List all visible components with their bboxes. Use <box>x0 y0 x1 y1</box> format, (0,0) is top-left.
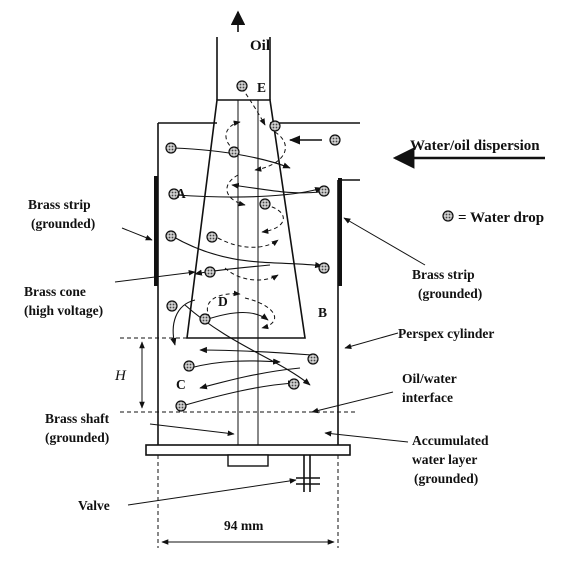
brass-cone <box>186 99 306 339</box>
label-brass-shaft-sub: (grounded) <box>45 430 109 445</box>
label-width: 94 mm <box>224 518 264 533</box>
perspex-cylinder <box>157 122 360 445</box>
label-brass-shaft: Brass shaft <box>45 411 110 426</box>
label-accumulated: Accumulated <box>412 433 489 448</box>
label-brass-strip-right-sub: (grounded) <box>418 286 482 301</box>
label-b: B <box>318 305 327 320</box>
label-brass-cone-sub: (high voltage) <box>24 303 103 318</box>
label-e: E <box>257 80 266 95</box>
drain-block <box>227 454 269 467</box>
label-water-drop: = Water drop <box>458 210 544 226</box>
label-oil: Oil <box>250 38 270 54</box>
brass-shaft <box>237 100 259 445</box>
brass-strip-right <box>338 178 342 286</box>
label-interface-sub: interface <box>402 390 453 405</box>
label-c: C <box>176 377 186 392</box>
label-dispersion: Water/oil dispersion <box>410 138 540 154</box>
brass-strip-left <box>154 176 158 286</box>
label-a: A <box>176 186 186 201</box>
label-brass-strip-left-sub: (grounded) <box>31 216 95 231</box>
label-d: D <box>218 294 228 309</box>
outlet-pipe <box>216 37 271 100</box>
label-brass-strip-left: Brass strip <box>28 197 91 212</box>
label-valve: Valve <box>78 498 110 513</box>
label-h: H <box>114 368 127 384</box>
valve <box>296 455 320 492</box>
label-accumulated-sub1: water layer <box>412 452 477 467</box>
leader-lines <box>114 217 426 506</box>
label-perspex: Perspex cylinder <box>398 326 494 341</box>
label-brass-cone: Brass cone <box>24 284 86 299</box>
water-drop-legend-icon <box>442 210 454 222</box>
label-interface: Oil/water <box>402 371 457 386</box>
internal-circulation <box>207 87 286 330</box>
label-brass-strip-right: Brass strip <box>412 267 475 282</box>
label-accumulated-sub2: (grounded) <box>414 471 478 486</box>
width-dimension <box>157 455 339 548</box>
base-plate <box>145 444 351 456</box>
